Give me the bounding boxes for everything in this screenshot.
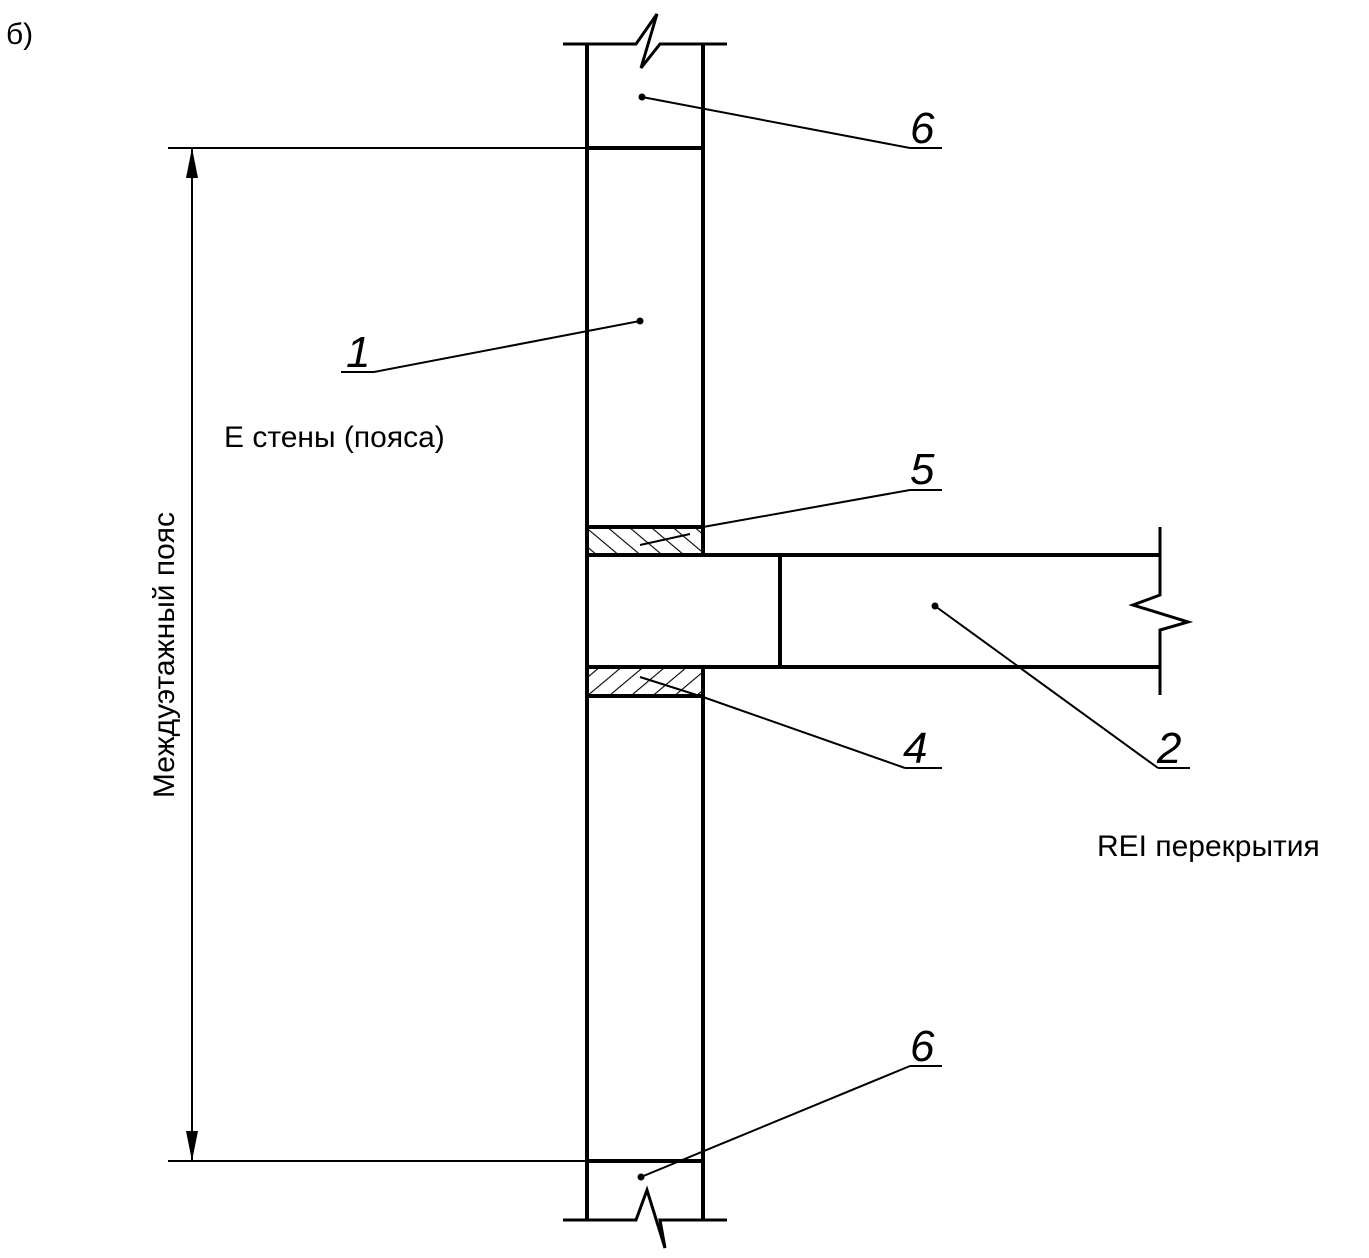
dimension-label: Междуэтажный пояс [148, 512, 181, 798]
top-break-line [563, 13, 727, 69]
dimension-interfloor-belt [168, 147, 587, 1162]
slab-break-line [1128, 527, 1194, 695]
floor-slab [587, 553, 1160, 669]
wall-joints [587, 146, 703, 1163]
callout-6-bottom [637, 1065, 942, 1181]
callout-1-number: 1 [346, 328, 370, 377]
wall-label: E стены (пояса) [224, 421, 445, 454]
bottom-break-line [563, 1185, 727, 1249]
panel-label: б) [6, 18, 33, 51]
floor-label: REI перекрытия [1097, 830, 1320, 863]
callout-4-number: 4 [903, 724, 927, 773]
callout-6-top-number: 6 [910, 104, 935, 153]
callout-2 [931, 602, 1190, 769]
callout-6-top [638, 93, 942, 149]
callout-6-bottom-number: 6 [910, 1022, 935, 1071]
upper-seal-strip [585, 525, 705, 557]
callout-5 [639, 489, 942, 546]
callout-1 [341, 317, 644, 373]
wall-outline [585, 44, 705, 1220]
callout-2-number: 2 [1156, 724, 1181, 773]
callout-5-number: 5 [910, 445, 935, 494]
callout-4 [639, 676, 942, 769]
